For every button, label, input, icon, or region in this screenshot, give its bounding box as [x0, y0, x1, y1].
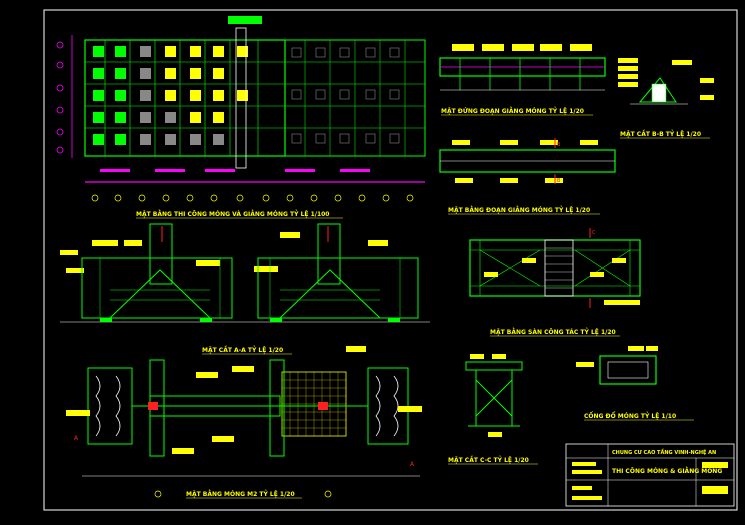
- title-block-project: CHUNG CƯ CAO TẦNG VINH-NGHỆ AN: [612, 447, 716, 456]
- title-section-bb: MẶT CẮT B-B TỶ LỆ 1/20: [620, 130, 701, 138]
- plan-m2: A A MẶT BẰNG MÓNG M2 TỶ LỆ 1/20: [66, 346, 422, 499]
- platform-outline: [469, 239, 641, 297]
- plan-axis-bubbles-bottom: [91, 194, 414, 202]
- plan-axis-bubbles-left: [56, 35, 73, 158]
- section-aa-left-frame: [81, 257, 233, 319]
- title-formwork-detail: CỐNG ĐỔ MÓNG TỶ LỆ 1/10: [584, 412, 676, 420]
- title-plan-m2: MẶT BẰNG MÓNG M2 TỶ LỆ 1/20: [186, 490, 295, 498]
- title-plan-foundation: MẶT BẰNG THI CÔNG MÓNG VÀ GIẰNG MÓNG TỶ …: [136, 210, 329, 218]
- title-plan-platform: MẶT BẰNG SÀN CÔNG TÁC TỶ LỆ 1/20: [490, 328, 616, 336]
- formwork-box: [599, 355, 657, 385]
- svg-text:C: C: [592, 230, 596, 236]
- section-aa-right-frame: [257, 257, 419, 319]
- section-cc: MẶT CẮT C-C TỶ LỆ 1/20: [448, 354, 538, 465]
- plan-grid: [85, 40, 285, 156]
- section-aa: MẶT CẮT A-A TỶ LỆ 1/20: [60, 223, 430, 355]
- title-block: CHUNG CƯ CAO TẦNG VINH-NGHỆ AN THI CÔNG …: [565, 443, 735, 507]
- svg-text:B: B: [557, 178, 561, 184]
- svg-text:A: A: [74, 435, 79, 442]
- sheet-border: [43, 9, 738, 511]
- title-section-aa: MẶT CẮT A-A TỶ LỆ 1/20: [202, 346, 283, 354]
- plan-dimension-ticks: [100, 169, 370, 172]
- title-block-sheet-title: THI CÔNG MÓNG & GIẰNG MÓNG: [612, 467, 722, 475]
- beam-elevation: MẶT ĐỨNG ĐOẠN GIẰNG MÓNG TỶ LỆ 1/20: [439, 44, 606, 116]
- section-bb: MẶT CẮT B-B TỶ LỆ 1/20: [618, 58, 714, 139]
- formwork-detail: CỐNG ĐỔ MÓNG TỶ LỆ 1/10: [576, 346, 694, 421]
- plan-right-grid: [285, 40, 425, 156]
- foundation-plan: MẶT BẰNG THI CÔNG MÓNG VÀ GIẰNG MÓNG TỶ …: [56, 16, 426, 219]
- beam-elevation-tags: [452, 44, 592, 51]
- svg-text:B: B: [557, 142, 561, 148]
- footing-pads: [93, 46, 248, 145]
- title-elevation-beam: MẶT ĐỨNG ĐOẠN GIẰNG MÓNG TỶ LỆ 1/20: [441, 107, 584, 115]
- plan-right-pads: [291, 47, 400, 144]
- plan-core-band: [235, 27, 247, 169]
- title-section-cc: MẶT CẮT C-C TỶ LỆ 1/20: [448, 456, 529, 464]
- platform-plan: C MẶT BẰNG SÀN CÔNG TÁC TỶ LỆ 1/20: [469, 228, 641, 337]
- plan-header-tag: [228, 16, 262, 24]
- beam-plan: B B MẶT BẰNG ĐOẠN GIẰNG MÓNG TỶ LỆ 1/20: [439, 138, 616, 215]
- svg-text:A: A: [410, 461, 415, 468]
- title-plan-beam: MẶT BẰNG ĐOẠN GIẰNG MÓNG TỶ LỆ 1/20: [448, 206, 590, 214]
